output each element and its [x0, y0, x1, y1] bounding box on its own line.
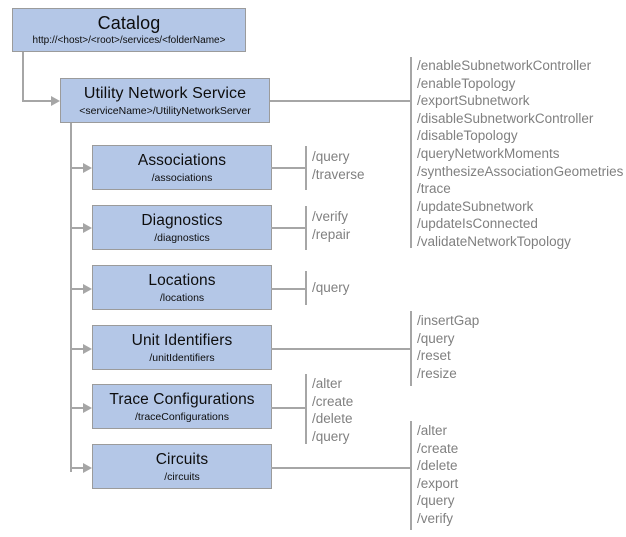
operation-item: /repair [312, 226, 351, 242]
operation-item: /verify [312, 209, 349, 224]
operation-item: /traverse [312, 166, 365, 182]
bracket-diagnostics-operations [305, 206, 307, 250]
connector-diagnostics-to-operations [271, 227, 306, 229]
operation-item: /export [417, 475, 459, 491]
bracket-locations-operations [305, 271, 307, 305]
node-circuits-path: /circuits [164, 470, 200, 483]
node-circuits[interactable]: Circuits /circuits [92, 444, 272, 489]
arrow-to-trace-configurations [83, 403, 92, 413]
connector-trunk-to-locations [70, 288, 84, 290]
arrow-to-unit-identifiers [83, 344, 92, 354]
connector-locations-to-operations [271, 288, 306, 290]
bracket-service-operations [410, 57, 412, 248]
connector-trunk-to-associations [70, 167, 84, 169]
operation-item: /alter [312, 376, 343, 391]
connector-catalog-to-service-vertical [22, 52, 24, 101]
connector-trunk-to-unit-identifiers [70, 348, 84, 350]
node-catalog-path: http://<host>/<root>/services/<folderNam… [32, 35, 226, 46]
operation-item: /delete [417, 458, 458, 474]
connector-trunk-to-diagnostics [70, 227, 84, 229]
node-diagnostics[interactable]: Diagnostics /diagnostics [92, 205, 272, 250]
node-unit-identifiers-path: /unitIdentifiers [149, 351, 215, 364]
operation-item: /create [417, 440, 459, 456]
operation-item: /query [417, 330, 455, 346]
connector-service-to-operations [270, 100, 411, 102]
node-diagnostics-title: Diagnostics [141, 211, 223, 229]
operation-item: /disableTopology [417, 128, 518, 144]
operation-item: /query [312, 428, 350, 444]
node-trace-configurations-title: Trace Configurations [109, 390, 255, 408]
operations-list-unit-identifiers: /insertGap /query /reset /resize [417, 312, 479, 382]
bracket-associations-operations [305, 146, 307, 190]
node-locations[interactable]: Locations /locations [92, 265, 272, 310]
arrow-catalog-to-service [51, 96, 60, 106]
operations-list-locations: /query [312, 279, 350, 297]
node-locations-title: Locations [148, 271, 216, 289]
arrow-to-circuits [83, 463, 92, 473]
operation-item: /exportSubnetwork [417, 93, 530, 109]
operations-list-utility-network-service: /enableSubnetworkController /enableTopol… [417, 57, 623, 251]
node-associations-path: /associations [151, 171, 213, 184]
operation-item: /delete [312, 411, 353, 427]
arrow-to-locations [83, 284, 92, 294]
node-catalog-title: Catalog [97, 13, 161, 33]
node-circuits-title: Circuits [155, 450, 209, 468]
operation-item: /validateNetworkTopology [417, 233, 571, 249]
connector-trunk-to-circuits [70, 467, 84, 469]
node-unit-identifiers-title: Unit Identifiers [131, 331, 233, 349]
connector-service-trunk-vertical [70, 123, 72, 472]
connector-circuits-to-operations [271, 467, 411, 469]
node-diagnostics-path: /diagnostics [154, 231, 210, 244]
operation-item: /queryNetworkMoments [417, 145, 560, 161]
operation-item: /trace [417, 181, 451, 197]
arrow-to-associations [83, 163, 92, 173]
operation-item: /reset [417, 348, 451, 364]
operation-item: /disableSubnetworkController [417, 110, 594, 126]
bracket-trace-configurations-operations [305, 374, 307, 444]
connector-trace-configurations-to-operations [271, 407, 306, 409]
arrow-to-diagnostics [83, 223, 92, 233]
node-associations[interactable]: Associations /associations [92, 145, 272, 190]
node-trace-configurations-path: /traceConfigurations [135, 410, 229, 423]
operation-item: /resize [417, 365, 457, 381]
node-trace-configurations[interactable]: Trace Configurations /traceConfiguration… [92, 384, 272, 429]
operation-item: /updateSubnetwork [417, 198, 534, 214]
operations-list-trace-configurations: /alter /create /delete /query [312, 375, 353, 445]
operation-item: /enableSubnetworkController [417, 58, 592, 73]
node-catalog[interactable]: Catalog http://<host>/<root>/services/<f… [12, 8, 246, 52]
node-utility-network-service-title: Utility Network Service [83, 84, 247, 102]
operation-item: /query [312, 149, 350, 164]
connector-unit-identifiers-to-operations [271, 348, 411, 350]
operations-list-associations: /query /traverse [312, 148, 365, 183]
operation-item: /enableTopology [417, 75, 516, 91]
node-unit-identifiers[interactable]: Unit Identifiers /unitIdentifiers [92, 325, 272, 370]
operation-item: /query [417, 493, 455, 509]
operation-item: /alter [417, 423, 448, 438]
bracket-circuits-operations [410, 421, 412, 530]
node-locations-path: /locations [159, 291, 205, 304]
node-utility-network-service[interactable]: Utility Network Service <serviceName>/Ut… [60, 78, 270, 123]
bracket-unit-identifiers-operations [410, 311, 412, 386]
operation-item: /synthesizeAssociationGeometries [417, 163, 624, 179]
operation-item: /updateIsConnected [417, 216, 538, 232]
connector-catalog-to-service-horizontal [22, 100, 52, 102]
operations-list-diagnostics: /verify /repair [312, 208, 350, 243]
operation-item: /create [312, 393, 354, 409]
connector-trunk-to-trace-configurations [70, 407, 84, 409]
operation-item: /insertGap [417, 313, 480, 328]
operations-list-circuits: /alter /create /delete /export /query /v… [417, 422, 458, 528]
connector-associations-to-operations [271, 167, 306, 169]
operation-item: /verify [417, 510, 454, 526]
node-utility-network-service-path: <serviceName>/UtilityNetworkServer [79, 104, 251, 117]
operation-item: /query [312, 280, 350, 295]
node-associations-title: Associations [137, 151, 227, 169]
